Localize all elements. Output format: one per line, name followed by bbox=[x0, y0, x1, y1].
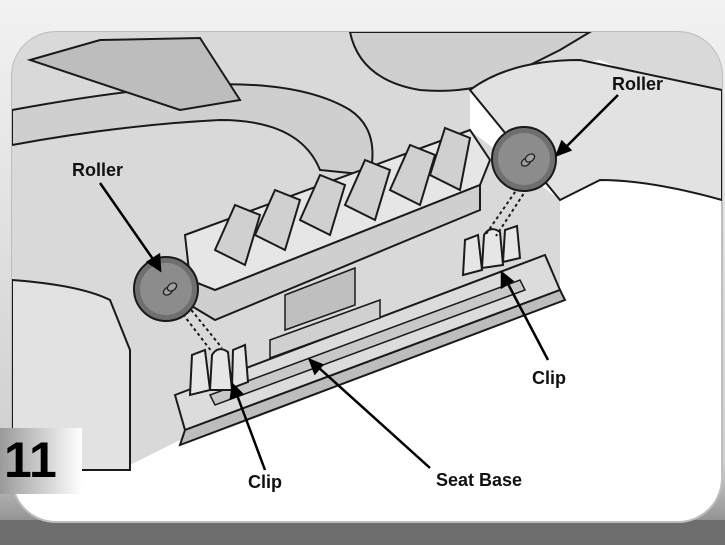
step-number: 11 bbox=[4, 432, 57, 488]
seat-base-front bbox=[178, 288, 567, 447]
label-clip-left: Clip bbox=[248, 472, 282, 492]
label-clip-right: Clip bbox=[532, 368, 566, 388]
callout-arrows bbox=[98, 94, 619, 471]
step-number-box bbox=[0, 428, 82, 494]
illustration-group bbox=[12, 32, 722, 471]
label-roller-right: Roller bbox=[612, 74, 664, 94]
ribs bbox=[213, 126, 472, 267]
block-slot bbox=[284, 266, 356, 332]
roller-left-shape bbox=[133, 256, 199, 322]
seat-base-inner bbox=[208, 279, 527, 406]
frame-bottom-shadow bbox=[0, 520, 725, 545]
seat-base-step bbox=[269, 298, 381, 360]
label-seat-base: Seat Base bbox=[436, 470, 523, 490]
right-clip bbox=[461, 224, 522, 277]
guide-lines bbox=[171, 181, 531, 353]
left-side-shell bbox=[12, 278, 131, 471]
left-clip bbox=[188, 343, 250, 397]
label-roller-left: Roller bbox=[72, 160, 124, 180]
roller-right-shape bbox=[491, 126, 557, 192]
top-left-piece bbox=[26, 36, 242, 112]
